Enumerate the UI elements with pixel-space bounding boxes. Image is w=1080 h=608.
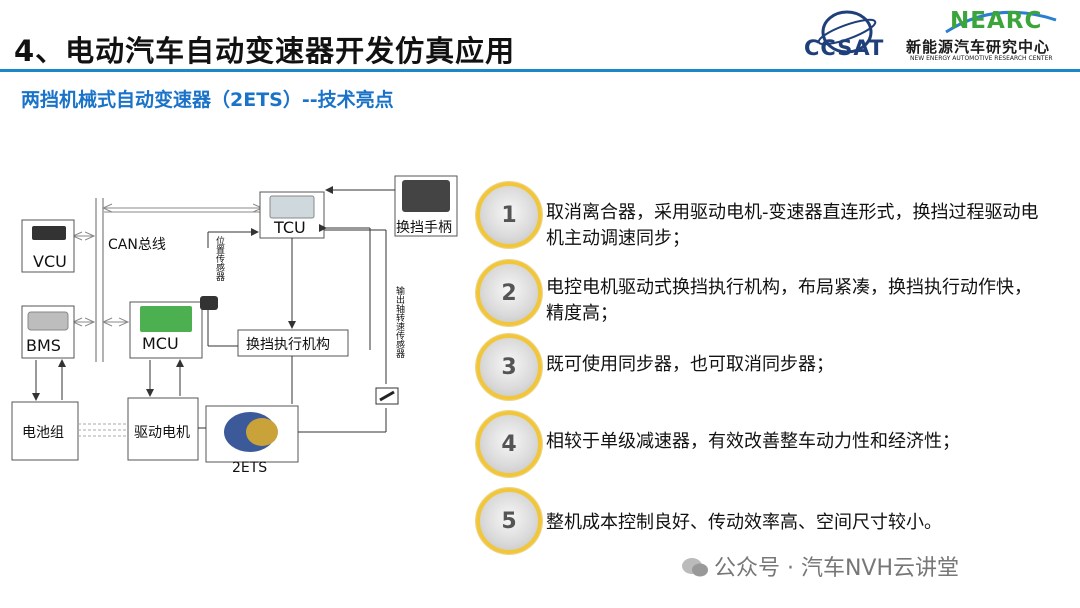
vcu-label: VCU bbox=[33, 252, 67, 271]
highlight-text: 相较于单级减速器，有效改善整车动力性和经济性； bbox=[546, 431, 960, 452]
nearc-en-name: NEW ENERGY AUTOMOTIVE RESEARCH CENTER bbox=[910, 55, 1053, 62]
nearc-cn-name: 新能源汽车研究中心 bbox=[906, 38, 1051, 56]
highlight-item: 1 取消离合器，采用驱动电机-变速器直连形式，换挡过程驱动电机主动调速同步； bbox=[474, 180, 1064, 250]
highlight-item: 3 既可使用同步器，也可取消同步器； bbox=[474, 332, 1064, 402]
highlight-item: 4 相较于单级减速器，有效改善整车动力性和经济性； bbox=[474, 409, 1064, 479]
drive-motor-label: 驱动电机 bbox=[134, 425, 190, 441]
page-subtitle: 两挡机械式自动变速器（2ETS）--技术亮点 bbox=[21, 89, 394, 111]
shift-handle-label: 换挡手柄 bbox=[396, 220, 452, 236]
highlight-text: 电控电机驱动式换挡执行机构，布局紧凑，换挡执行动作快，精度高； bbox=[546, 277, 1032, 324]
number-badge: 3 bbox=[476, 334, 542, 400]
tcu-label: TCU bbox=[274, 218, 306, 237]
bms-label: BMS bbox=[26, 336, 61, 355]
highlight-text: 整机成本控制良好、传动效率高、空间尺寸较小。 bbox=[546, 512, 942, 533]
position-sensor-label: 位置传感器 bbox=[214, 236, 224, 281]
globe-icon bbox=[817, 10, 877, 54]
system-diagram: VCU BMS MCU TCU CAN总线 电池组 驱动电机 换挡执行机构 换挡… bbox=[0, 170, 470, 500]
number-badge: 5 bbox=[476, 488, 542, 554]
can-bus-label: CAN总线 bbox=[108, 237, 166, 253]
shift-actuator-label: 换挡执行机构 bbox=[246, 337, 330, 353]
highlight-text: 既可使用同步器，也可取消同步器； bbox=[546, 354, 834, 375]
number-badge: 2 bbox=[476, 260, 542, 326]
wechat-icon bbox=[682, 558, 708, 577]
nearc-logo: NEARC 新能源汽车研究中心 NEW ENERGY AUTOMOTIVE RE… bbox=[906, 6, 1076, 66]
highlight-item: 2 电控电机驱动式换挡执行机构，布局紧凑，换挡执行动作快，精度高； bbox=[474, 258, 1064, 328]
arc-icon bbox=[945, 10, 1057, 34]
transmission-label: 2ETS bbox=[232, 460, 268, 476]
number-badge: 4 bbox=[476, 411, 542, 477]
output-speed-sensor-label: 输出轴转速传感器 bbox=[394, 286, 404, 358]
watermark: 公众号 · 汽车NVH云讲堂 bbox=[714, 556, 960, 581]
ccsat-logo: CCSAT bbox=[800, 6, 895, 66]
number-badge: 1 bbox=[476, 182, 542, 248]
highlight-text: 取消离合器，采用驱动电机-变速器直连形式，换挡过程驱动电机主动调速同步； bbox=[546, 202, 1039, 249]
highlight-item: 5 整机成本控制良好、传动效率高、空间尺寸较小。 bbox=[474, 486, 1064, 556]
title-divider bbox=[0, 69, 1080, 72]
ccsat-wordmark: CCSAT bbox=[804, 36, 885, 60]
battery-label: 电池组 bbox=[22, 425, 64, 441]
nearc-wordmark: NEARC bbox=[950, 8, 1043, 34]
page-title: 4、电动汽车自动变速器开发仿真应用 bbox=[14, 34, 516, 68]
diagram-lines bbox=[11, 175, 458, 463]
mcu-label: MCU bbox=[142, 334, 179, 353]
